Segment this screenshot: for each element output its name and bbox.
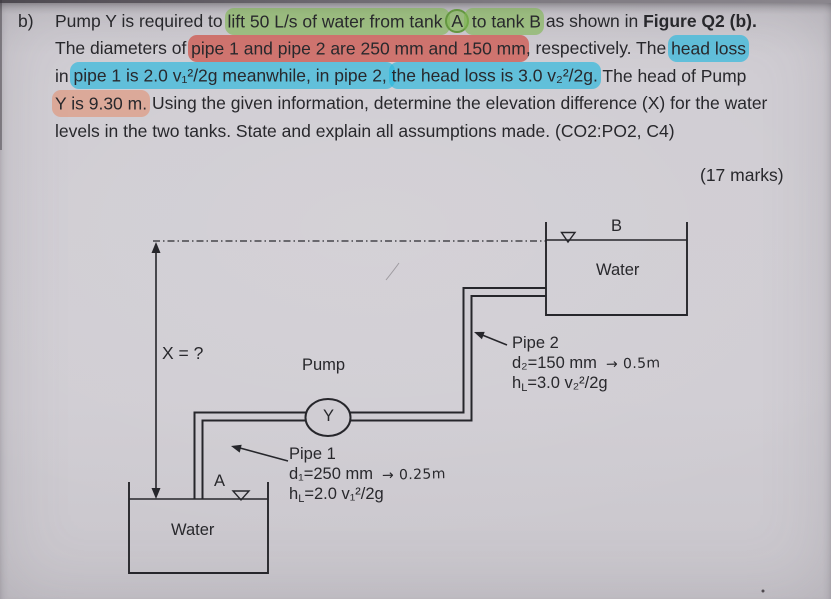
pipe1-diameter-handwritten-note: → 0.25m (381, 465, 446, 484)
text-segment: The diameters of (55, 38, 192, 59)
question-line: in pipe 1 is 2.0 v₁²/2g meanwhile, in pi… (55, 62, 827, 90)
tank-b-outline (545, 222, 688, 316)
highlighted-text: lift 50 L/s of water from tank (224, 7, 451, 35)
pipe1-head-loss: hL=2.0 v₁²/2g (289, 485, 384, 505)
pipe2-diameter: d₂=150 mm (512, 353, 597, 372)
scratch-mark (385, 262, 400, 281)
tank-a-water-label: Water (171, 521, 215, 539)
question-line: Pump Y is required to lift 50 L/s of wat… (55, 7, 827, 35)
pipe1-pointer-line (239, 447, 289, 462)
question-text: Pump Y is required to lift 50 L/s of wat… (52, 7, 827, 145)
text-segment: as shown in (540, 11, 644, 31)
highlighted-text: Y is 9.30 m. (52, 89, 151, 117)
question-part-label: b) (18, 11, 34, 31)
pipe1-pointer-arrowhead-icon (231, 444, 242, 453)
pipe2-annotation: Pipe 2 d₂=150 mm → 0.5m hL=3.0 v₂²/2g (512, 334, 660, 399)
text-segment: The head of Pump (597, 65, 747, 86)
text-segment: Pump Y is required to (55, 11, 228, 31)
pipe1-annotation: Pipe 1 d₁=250 mm → 0.25m hL=2.0 v₁²/2g (289, 445, 446, 510)
paper-speck (761, 589, 765, 593)
text-segment: , respectively. The (525, 38, 672, 59)
pipe2-head-loss: hL=3.0 v₂²/2g (512, 374, 608, 394)
pump-circle (304, 398, 352, 437)
tank-a-level-marker-icon (231, 490, 251, 502)
tank-a-outline (128, 482, 269, 574)
highlighted-text: to tank B (464, 7, 544, 35)
pipe2-title: Pipe 2 (512, 334, 559, 352)
question-line: Y is 9.30 m. Using the given information… (52, 89, 827, 117)
arrow-down-icon (151, 488, 161, 499)
question-line: The diameters of pipe 1 and pipe 2 are 2… (55, 34, 827, 62)
tank-a-label: A (214, 472, 226, 490)
text-segment: Figure Q2 (b). (643, 11, 757, 31)
pipe2-diameter-handwritten-note: → 0.5m (605, 354, 661, 373)
pump-label: Pump (302, 356, 346, 374)
pipe2-pointer-arrowhead-icon (474, 331, 485, 340)
pipe1-title: Pipe 1 (289, 445, 336, 463)
highlighted-text: the head loss is 3.0 v₂²/2g. (388, 62, 601, 90)
arrow-up-icon (151, 242, 161, 253)
marks-allocation: (17 marks) (700, 165, 784, 185)
photo-left-edge (0, 0, 2, 150)
elevation-difference-label: X = ? (162, 343, 204, 363)
highlighted-text: pipe 1 is 2.0 v₁²/2g meanwhile, in pipe … (70, 62, 395, 90)
pipe1-diameter: d₁=250 mm (289, 464, 373, 483)
pipe-run-inner (195, 289, 546, 499)
highlighted-text: pipe 1 and pipe 2 are 250 mm and 150 mm (188, 34, 529, 62)
highlighted-text: A (445, 9, 470, 33)
pipe1-diameter-line: d₁=250 mm → 0.25m (289, 465, 446, 486)
pipe2-pointer-line (480, 333, 508, 346)
photo-top-edge (0, 0, 831, 3)
pipe2-diameter-line: d₂=150 mm → 0.5m (512, 354, 660, 375)
tank-b-level-marker-icon (560, 231, 577, 244)
highlighted-text: head loss (668, 34, 749, 62)
tank-b-water-label: Water (596, 261, 640, 279)
question-line: levels in the two tanks. State and expla… (55, 118, 827, 145)
pump-letter: Y (322, 407, 334, 425)
tank-b-label: B (611, 217, 623, 235)
text-segment: Using the given information, determine t… (147, 93, 768, 114)
text-segment: levels in the two tanks. State and expla… (55, 120, 675, 141)
text-segment: in (55, 65, 74, 86)
